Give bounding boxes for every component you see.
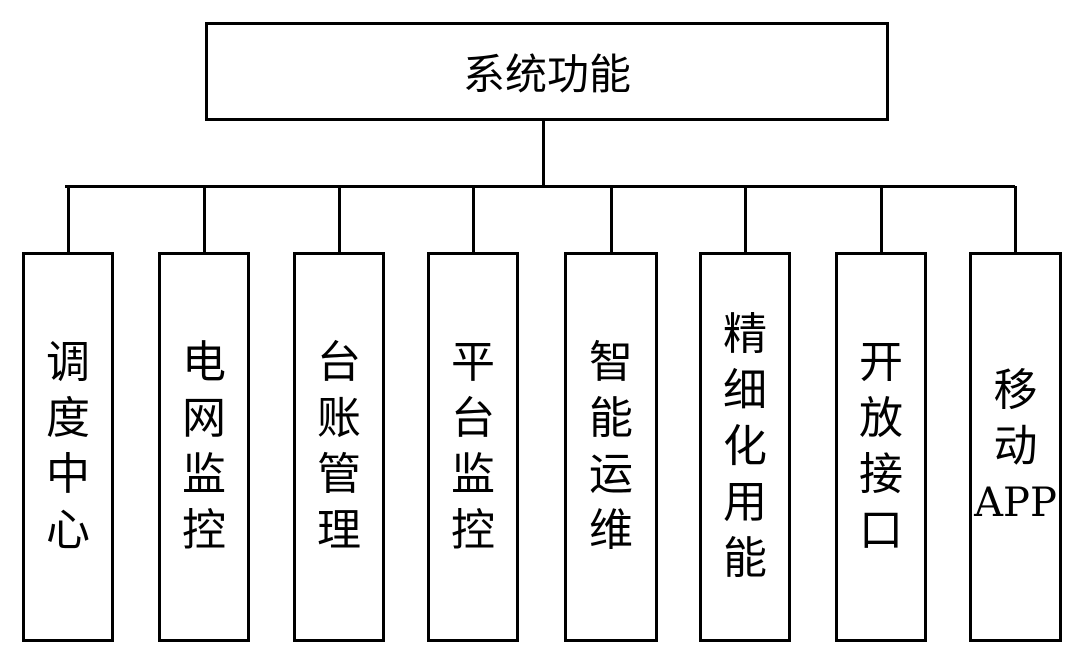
child-node-label: 台账管理 (317, 335, 361, 559)
connector-line (66, 186, 70, 254)
child-node-label-line: 理 (317, 505, 361, 556)
child-node-label-line: 台 (451, 393, 495, 444)
child-node-label-line: 控 (182, 505, 226, 556)
child-node-label-line: 心 (46, 505, 90, 556)
child-node-label-line: 维 (589, 505, 633, 556)
child-node-label-line: 细 (723, 365, 767, 416)
child-node-label-line: 中 (46, 449, 90, 500)
child-node-label-line: 度 (46, 393, 90, 444)
child-node-label-line: APP (974, 480, 1057, 526)
child-node-label-line: 控 (451, 505, 495, 556)
child-node-label-line: 开 (859, 337, 903, 388)
horizontal-bus-line (65, 185, 1015, 188)
child-node-label-line: 监 (451, 449, 495, 500)
child-node-label-line: 账 (317, 393, 361, 444)
child-node-label-line: 电 (182, 337, 226, 388)
child-node-label-line: 台 (317, 337, 361, 388)
child-node-label-line: 化 (723, 421, 767, 472)
child-node-label: 电网监控 (182, 335, 226, 559)
child-node-label-line: 智 (589, 337, 633, 388)
root-node-system-functions: 系统功能 (205, 22, 889, 121)
child-node-label: 调度中心 (46, 335, 90, 559)
child-node-label-line: 接 (859, 449, 903, 500)
child-node-label-line: 用 (723, 477, 767, 528)
child-node-label-line: 监 (182, 449, 226, 500)
child-node: 调度中心 (22, 252, 114, 642)
connector-line (337, 186, 341, 254)
child-node-label-line: 动 (993, 421, 1038, 472)
root-node-label: 系统功能 (462, 50, 631, 99)
child-node-label-line: 平 (451, 337, 495, 388)
child-node-label-line: 放 (859, 393, 903, 444)
child-node: 精细化用能 (699, 252, 791, 642)
connector-line (202, 186, 206, 254)
child-node: 开放接口 (835, 252, 927, 642)
child-node-label: 开放接口 (859, 335, 903, 559)
child-node: 电网监控 (158, 252, 250, 642)
connector-line (471, 186, 475, 254)
connector-line (1014, 186, 1017, 254)
child-node-label-line: 管 (317, 449, 361, 500)
connector-line (743, 186, 747, 254)
child-node-label-line: 调 (46, 337, 90, 388)
connector-line (609, 186, 613, 254)
child-node-label-line: 口 (859, 505, 903, 556)
child-node-label: 移动 APP (974, 363, 1057, 531)
child-node-label-line: 能 (723, 533, 767, 584)
child-node-label-line: 运 (589, 449, 633, 500)
child-node: 智能运维 (564, 252, 658, 642)
child-node-label-line: 移 (993, 365, 1038, 416)
child-node-label-line: 网 (182, 393, 226, 444)
child-node-label-line: 能 (589, 393, 633, 444)
child-node-label: 平台监控 (451, 335, 495, 559)
child-node-label-line: 精 (723, 309, 767, 360)
child-node: 平台监控 (427, 252, 519, 642)
child-node-label: 精细化用能 (723, 307, 767, 587)
child-node-label: 智能运维 (589, 335, 633, 559)
child-node: 移动 APP (969, 252, 1062, 642)
root-stem-line (542, 121, 545, 187)
connector-line (879, 186, 883, 254)
child-node: 台账管理 (293, 252, 385, 642)
